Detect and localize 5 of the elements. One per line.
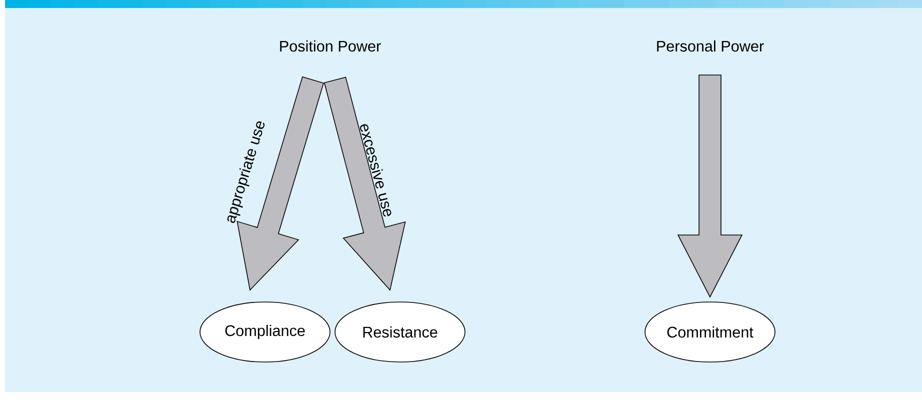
edge-label: excessive use: [360, 124, 392, 217]
source-label: Position Power: [280, 40, 381, 52]
source-label: Personal Power: [657, 40, 764, 52]
block-arrow: [677, 74, 743, 298]
block-arrow: [324, 76, 406, 291]
